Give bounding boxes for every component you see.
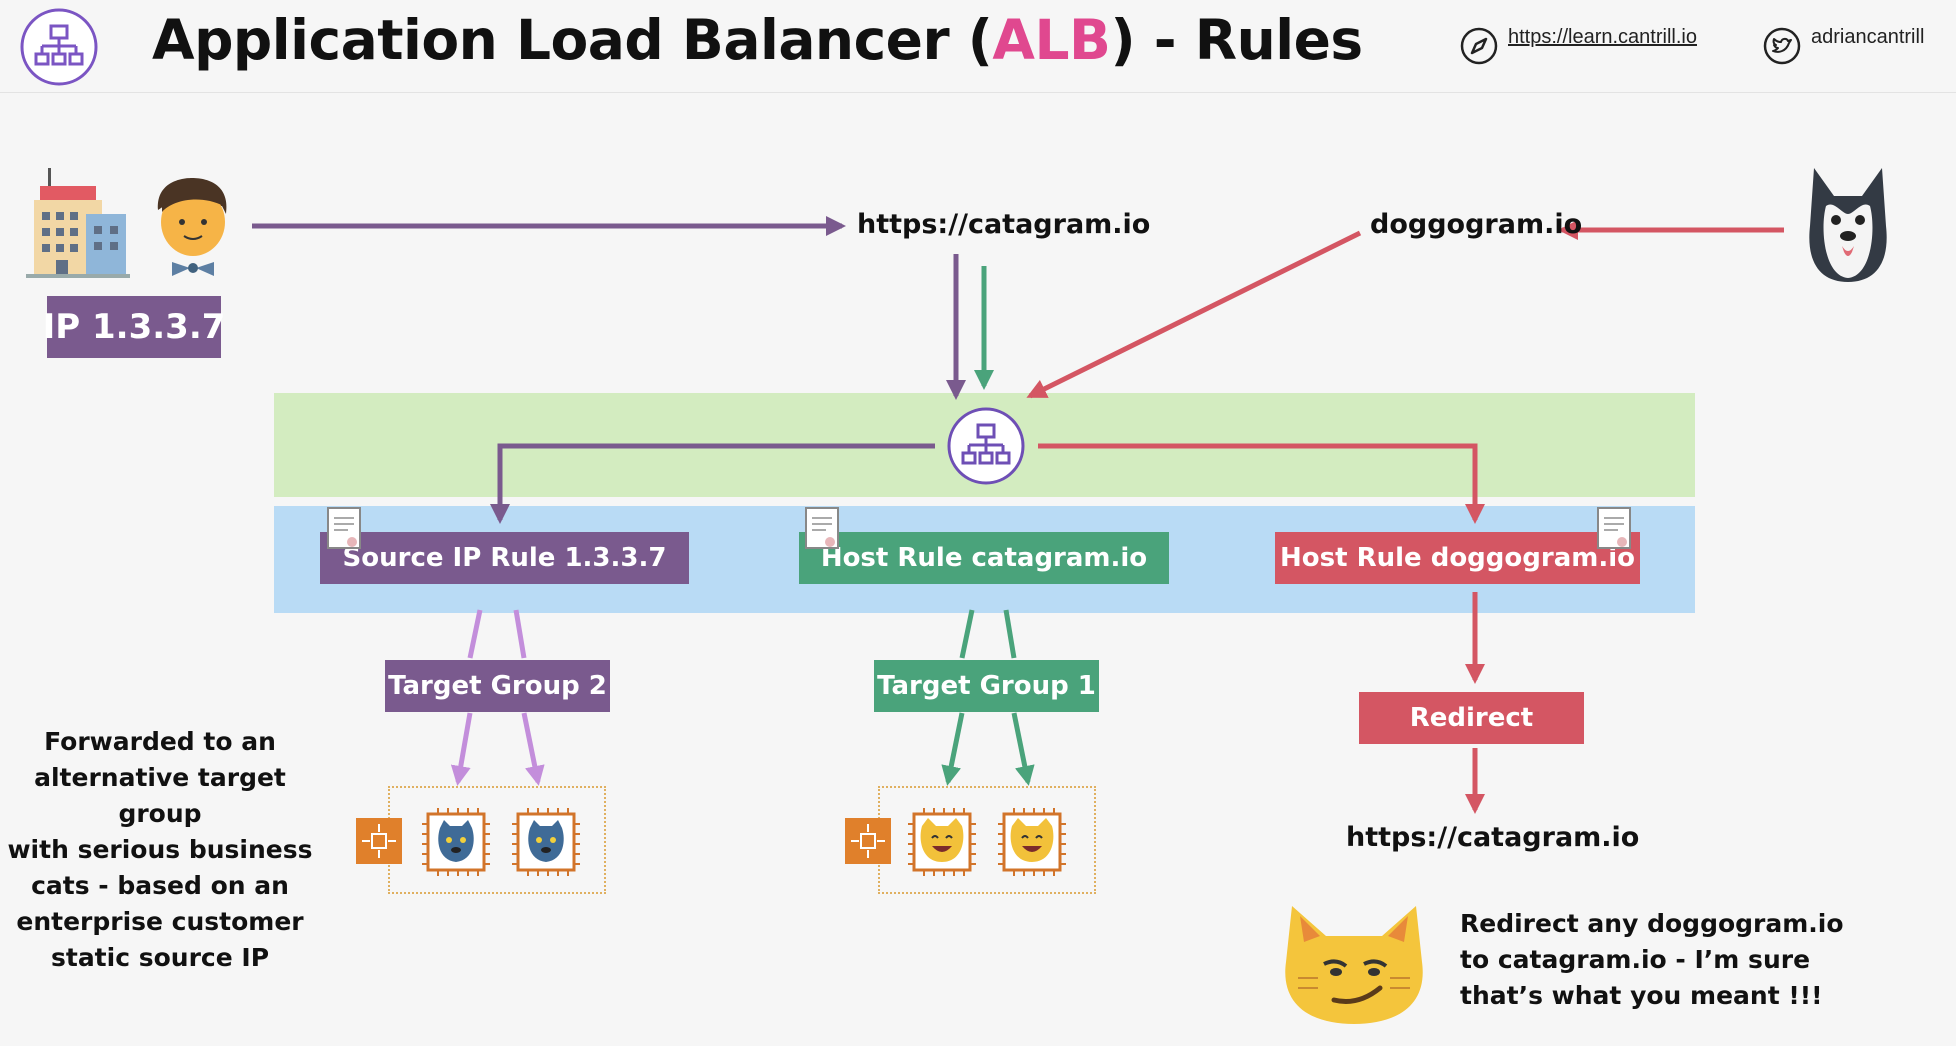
source-ip-note: Forwarded to an alternative target group…: [7, 727, 313, 972]
panther-instance-icon: [512, 808, 580, 876]
husky-dog-icon: [1809, 168, 1887, 282]
rule-document-icon: [327, 507, 361, 549]
doggogram-domain: doggogram.io: [1370, 209, 1583, 240]
ip-badge: IP 1.3.3.7: [43, 296, 225, 358]
target-group-1: Target Group 1: [874, 660, 1099, 712]
arrow-alb-to-doggogram-rule: [1038, 443, 1485, 524]
building-icon: [26, 168, 130, 278]
course-link[interactable]: https://learn.cantrill.io: [1508, 26, 1697, 48]
compass-icon: [1460, 27, 1498, 65]
redirect-note: Redirect any doggogram.io to catagram.io…: [1460, 909, 1844, 1010]
arrow-host-rule-b: [1003, 609, 1017, 659]
arrow-doggogram-to-alb: [1026, 230, 1362, 399]
auto-scaling-icon: [845, 818, 891, 864]
happy-cat-instance-icon: [998, 808, 1066, 876]
auto-scaling-icon: [356, 818, 402, 864]
title-highlight: ALB: [992, 8, 1111, 72]
arrow-alb-to-source-ip-rule: [490, 443, 935, 524]
source-ip-rule: Source IP Rule 1.3.3.7: [320, 532, 689, 584]
target-group-2: Target Group 2: [385, 660, 610, 712]
arrow-tg2-to-instance-b: [521, 712, 545, 786]
page-title: Application Load Balancer (ALB) - Rules: [152, 8, 1363, 72]
rule-document-icon: [1597, 507, 1631, 549]
alb-logo-icon: [20, 8, 98, 86]
smirking-cat-icon: [1285, 906, 1423, 1024]
happy-cat-instance-icon: [908, 808, 976, 876]
alb-node-icon: [947, 407, 1025, 485]
catagram-domain-top: https://catagram.io: [857, 209, 1151, 240]
arrow-source-rule-b: [513, 609, 527, 659]
catagram-domain-bottom: https://catagram.io: [1346, 822, 1640, 853]
arrow-tg1-to-instance-b: [1011, 712, 1035, 786]
rule-document-icon: [805, 507, 839, 549]
arrow-source-rule-a: [467, 609, 483, 659]
host-rule-doggogram: Host Rule doggogram.io: [1275, 532, 1640, 584]
header: Application Load Balancer (ALB) - Rules …: [0, 0, 1956, 93]
panther-instance-icon: [422, 808, 490, 876]
arrow-tg1-to-instance-a: [941, 712, 965, 786]
redirect-action: Redirect: [1359, 692, 1584, 744]
host-rule-catagram: Host Rule catagram.io: [799, 532, 1169, 584]
twitter-handle: adriancantrill: [1811, 26, 1925, 48]
arrow-host-rule-a: [959, 609, 975, 659]
twitter-bird-icon: [1763, 27, 1801, 65]
business-person-icon: [157, 178, 227, 276]
arrow-tg2-to-instance-a: [450, 712, 473, 786]
